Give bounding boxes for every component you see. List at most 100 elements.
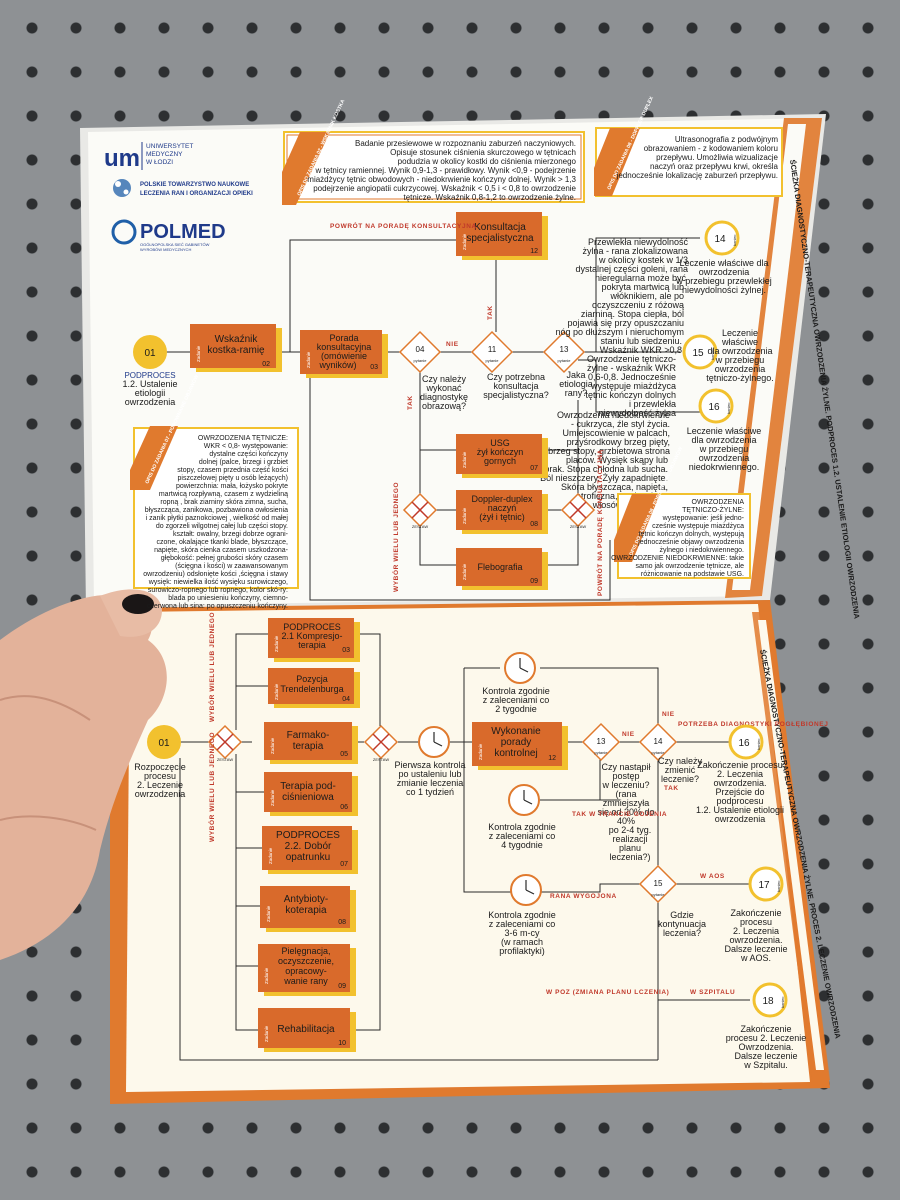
svg-text:Owrzodzenie tętniczo-: Owrzodzenie tętniczo- bbox=[587, 354, 676, 364]
svg-text:surowiczo-ropnego lub ropnego,: surowiczo-ropnego lub ropnego, kolor skó… bbox=[148, 587, 288, 594]
svg-text:06: 06 bbox=[340, 804, 348, 811]
svg-text:Farmako-: Farmako- bbox=[287, 730, 330, 741]
svg-text:14: 14 bbox=[654, 737, 663, 746]
svg-text:POLSKIE TOWARZYSTWO NAUKOWE: POLSKIE TOWARZYSTWO NAUKOWE bbox=[140, 182, 249, 188]
svg-text:naczyń: naczyń bbox=[488, 503, 517, 513]
svg-text:Zadanie: Zadanie bbox=[270, 737, 275, 754]
svg-text:Wskaźnik: Wskaźnik bbox=[215, 334, 259, 345]
svg-text:Ból nieszczery. Żyły zapadnięt: Ból nieszczery. Żyły zapadnięte. bbox=[540, 473, 668, 483]
svg-text:(ścięgna i kości) w zaawansowa: (ścięgna i kości) w zaawansowanym bbox=[175, 563, 288, 570]
svg-text:15: 15 bbox=[692, 348, 704, 359]
svg-text:w tętnicy ramiennej. Wynik 0,9: w tętnicy ramiennej. Wynik 0,9-1,3 - pra… bbox=[315, 166, 577, 175]
svg-text:i przewlekła: i przewlekła bbox=[629, 399, 676, 409]
svg-text:napięte, skóra cienka czasem u: napięte, skóra cienka czasem uszkodzona- bbox=[154, 547, 289, 554]
svg-text:1.2. Ustalenie etiologii: 1.2. Ustalenie etiologii bbox=[696, 805, 784, 815]
question-15-bottom: 15 pytanie Gdzie kontynuacja leczenia? bbox=[638, 864, 706, 938]
svg-text:nieregularna może być: nieregularna może być bbox=[595, 273, 687, 283]
svg-text:owrzodzenia: owrzodzenia bbox=[699, 267, 750, 277]
svg-text:PODPROCES: PODPROCES bbox=[283, 622, 341, 632]
svg-text:koniec: koniec bbox=[756, 738, 761, 750]
svg-text:03: 03 bbox=[370, 364, 378, 371]
task-09-pielegnacja: Zadanie Pielęgnacja, oczyszczenie, oprac… bbox=[258, 944, 356, 996]
svg-text:przepływu. Umożliwia wizualiza: przepływu. Umożliwia wizualizacje bbox=[656, 153, 778, 162]
svg-text:11: 11 bbox=[488, 345, 497, 354]
svg-text:Flebografia: Flebografia bbox=[477, 562, 522, 572]
gateway-top-right: ZESTAW bbox=[560, 492, 596, 529]
svg-text:- cukrzyca, źle styl życia.: - cukrzyca, źle styl życia. bbox=[571, 419, 670, 429]
logo-um: um UNIWERSYTET MEDYCZNY W ŁODZI bbox=[104, 142, 193, 172]
svg-text:tętniczo-żylnego.: tętniczo-żylnego. bbox=[706, 373, 774, 383]
svg-text:Zadanie: Zadanie bbox=[462, 563, 467, 580]
svg-text:nóg po dłuższym i nieruchomym: nóg po dłuższym i nieruchomym bbox=[555, 327, 684, 337]
svg-text:kontynuacja: kontynuacja bbox=[658, 919, 706, 929]
svg-text:TAK W TRAKCIE GOJENIA: TAK W TRAKCIE GOJENIA bbox=[572, 811, 667, 818]
svg-text:obrazowaniem - z kodowaniem ko: obrazowaniem - z kodowaniem koloru bbox=[644, 144, 778, 153]
svg-text:naczyń oraz przepływu krwi, ok: naczyń oraz przepływu krwi, określa bbox=[650, 162, 779, 171]
svg-text:ropną , brak ziarniny skóra zi: ropną , brak ziarniny skóra zimna, sucha… bbox=[160, 499, 288, 506]
svg-text:koniec: koniec bbox=[732, 234, 737, 246]
svg-text:USG: USG bbox=[490, 438, 510, 448]
svg-text:wyników): wyników) bbox=[318, 360, 356, 370]
svg-text:zmienić: zmienić bbox=[665, 765, 696, 775]
svg-text:podejrzenie angiopatii cukrzyc: podejrzenie angiopatii cukrzycowej. Wska… bbox=[313, 184, 576, 193]
svg-text:tętnic kończyn dolnych: tętnic kończyn dolnych bbox=[585, 390, 676, 400]
svg-text:procesu: procesu bbox=[740, 917, 772, 927]
svg-text:dla owrzodzenia: dla owrzodzenia bbox=[691, 435, 756, 445]
svg-text:Jaka: Jaka bbox=[566, 370, 585, 380]
svg-text:oczyszczeniu z różową: oczyszczeniu z różową bbox=[592, 300, 684, 310]
svg-text:pytanie: pytanie bbox=[558, 358, 572, 363]
svg-text:pokryta martwicą lub: pokryta martwicą lub bbox=[601, 282, 684, 292]
svg-text:konsultacyjna: konsultacyjna bbox=[317, 342, 372, 352]
logo-ptn: POLSKIE TOWARZYSTWO NAUKOWE LECZENIA RAN… bbox=[113, 179, 253, 197]
svg-text:koniec: koniec bbox=[726, 402, 731, 414]
svg-text:2. Leczenia: 2. Leczenia bbox=[733, 926, 779, 936]
svg-text:2 tygodnie: 2 tygodnie bbox=[495, 704, 537, 714]
svg-text:13: 13 bbox=[560, 345, 569, 354]
gateway-bottom-left: ZESTAW bbox=[207, 724, 243, 762]
svg-text:leczenie?: leczenie? bbox=[661, 774, 699, 784]
task-09-flebografia: Zadanie Flebografia 09 bbox=[456, 548, 548, 590]
svg-text:podudzia w okolicy kostki do c: podudzia w okolicy kostki do ciśnienia m… bbox=[398, 157, 577, 166]
svg-text:w AOS.: w AOS. bbox=[740, 953, 771, 963]
svg-text:podprocesu: podprocesu bbox=[716, 796, 763, 806]
logo-polmed: POLMED OGÓLNOPOLSKA SIEĆ GABINETÓW WYROB… bbox=[111, 219, 226, 252]
svg-text:w przebiegu przewlekłej: w przebiegu przewlekłej bbox=[675, 276, 772, 286]
svg-text:3-6 m-cy: 3-6 m-cy bbox=[504, 928, 540, 938]
svg-text:08: 08 bbox=[530, 521, 538, 528]
svg-text:owrzodzenia: owrzodzenia bbox=[135, 789, 186, 799]
svg-text:2. Leczenia: 2. Leczenia bbox=[717, 769, 763, 779]
svg-text:dla owrzodzenia: dla owrzodzenia bbox=[707, 346, 772, 356]
svg-text:pytanie: pytanie bbox=[595, 750, 609, 755]
svg-text:Leczenie właściwe: Leczenie właściwe bbox=[687, 426, 762, 436]
svg-text:Zadanie: Zadanie bbox=[462, 451, 467, 468]
svg-text:1.2. Ustalenie: 1.2. Ustalenie bbox=[122, 379, 177, 389]
svg-text:owrzodzenia: owrzodzenia bbox=[125, 397, 176, 407]
task-03-kompresjoterapia: Zadanie PODPROCES 2.1 Kompresjo- terapia… bbox=[268, 618, 360, 662]
task-07-usg: Zadanie USG żył kończyn gornych 07 bbox=[456, 434, 548, 478]
svg-text:zmniejszyła: zmniejszyła bbox=[603, 798, 650, 808]
end-17-bottom: 17 koniec Zakończenie procesu 2. Leczeni… bbox=[724, 866, 788, 963]
svg-text:samo jak owrzodzenie tętnicze,: samo jak owrzodzenie tętnicze, ale bbox=[635, 563, 744, 570]
svg-text:jednocześnie lokalizację zabur: jednocześnie lokalizację zaburzeń przepł… bbox=[616, 171, 778, 180]
svg-text:owrzodzenia: owrzodzenia bbox=[715, 814, 766, 824]
svg-text:POWRÓT NA PORADĘ KONSULTACYJNĄ: POWRÓT NA PORADĘ KONSULTACYJNĄ bbox=[595, 449, 604, 596]
svg-text:Przejście do: Przejście do bbox=[715, 787, 764, 797]
svg-text:Zakończenie: Zakończenie bbox=[740, 1024, 791, 1034]
svg-text:placów. Wysięk skąpy lub: placów. Wysięk skąpy lub bbox=[566, 455, 668, 465]
svg-text:OWRZODZENIA TĘTNICZE:: OWRZODZENIA TĘTNICZE: bbox=[198, 435, 288, 442]
task-05-farmakoterapia: Zadanie Farmako- terapia 05 bbox=[264, 722, 358, 764]
svg-text:PODPROCES: PODPROCES bbox=[276, 830, 340, 841]
ot-description-text: OWRZODZENIA TĘTNICZE: WKR < 0,8- występo… bbox=[143, 435, 288, 610]
svg-text:17: 17 bbox=[758, 880, 770, 891]
svg-text:ciśnieniowa: ciśnieniowa bbox=[282, 792, 334, 803]
svg-text:2.1 Kompresjo-: 2.1 Kompresjo- bbox=[281, 631, 342, 641]
end-16-bottom: 16 koniec Zakończenie procesu 2. Leczeni… bbox=[696, 724, 784, 824]
svg-text:Pierwsza kontrola: Pierwsza kontrola bbox=[394, 760, 465, 770]
svg-text:specjalistyczna?: specjalistyczna? bbox=[483, 390, 549, 400]
svg-text:żylnego i niedokrwiennego.: żylnego i niedokrwiennego. bbox=[660, 547, 744, 554]
svg-text:Zadanie: Zadanie bbox=[196, 345, 201, 362]
gateway-top-left: ZESTAW bbox=[402, 492, 438, 529]
svg-text:terapia: terapia bbox=[293, 741, 324, 752]
svg-text:ZESTAW: ZESTAW bbox=[412, 524, 428, 529]
svg-text:w Szpitalu.: w Szpitalu. bbox=[743, 1060, 788, 1070]
